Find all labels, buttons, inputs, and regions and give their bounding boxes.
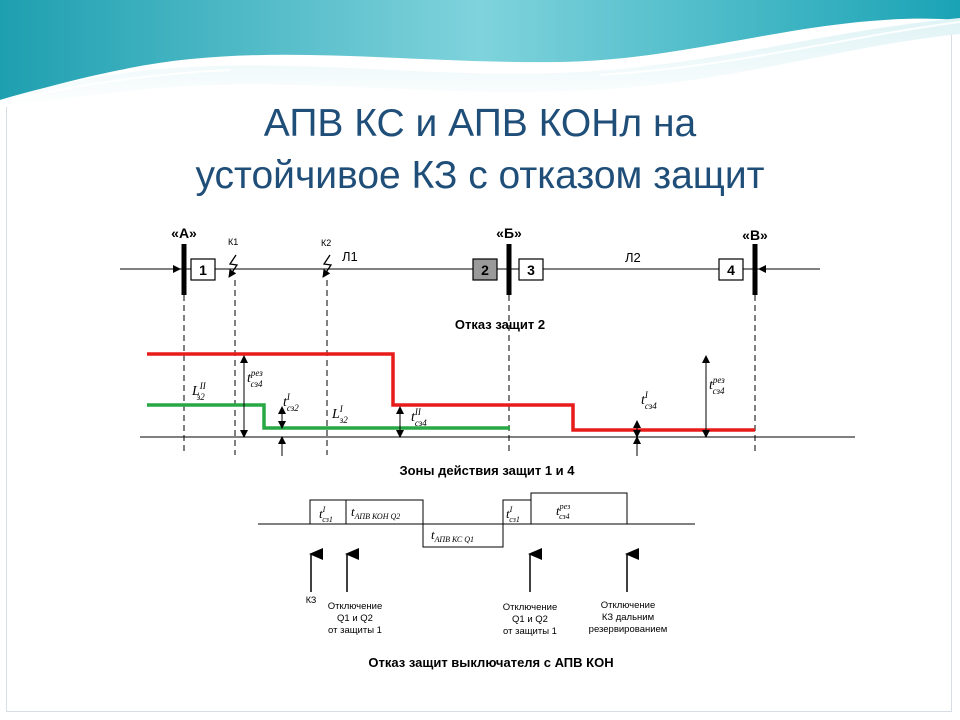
timeline-box-tAPV-KS xyxy=(422,523,504,548)
substation-label-v: «В» xyxy=(742,227,768,243)
timeline-label-tAPV-KS: tАПВ КС Q1 xyxy=(431,527,474,544)
breaker-3-label: 3 xyxy=(527,262,535,278)
breaker-1-label: 1 xyxy=(199,262,207,278)
event-off1-line-2: Q1 и Q2 xyxy=(337,613,373,624)
timeline-box-t1I-a xyxy=(309,499,347,525)
heading-zones: Зоны действия защит 1 и 4 xyxy=(399,463,575,478)
timeline-box-tAPV-KON xyxy=(345,499,424,525)
event-off2-line-3: от защиты 1 xyxy=(503,626,557,637)
event-label-off2: Отключение Q1 и Q2 от защиты 1 xyxy=(503,602,558,637)
breaker-2-box xyxy=(472,258,498,281)
fault-k1-lightning-icon xyxy=(228,254,239,278)
substation-label-a: «А» xyxy=(171,225,197,241)
timeline-box-t4rez xyxy=(530,492,628,525)
event-off3-line-1: Отключение xyxy=(601,600,656,611)
event-label-off3: Отключение КЗ дальним резервированием xyxy=(589,600,668,635)
event-off1-line-1: Отключение xyxy=(328,601,383,612)
fault-k2-lightning-icon xyxy=(322,254,333,278)
breaker-2-label: 2 xyxy=(481,262,489,278)
breaker-3-box xyxy=(518,258,544,281)
fault-k2-label: К2 xyxy=(321,238,331,248)
line-l2-label: Л2 xyxy=(625,250,641,265)
title-line-2: устойчивое КЗ с отказом защит xyxy=(195,154,765,197)
slide-title: АПВ КС и АПВ КОНл на устойчивое КЗ с отк… xyxy=(0,98,960,202)
event-label-kz: КЗ xyxy=(306,595,317,605)
substation-label-b: «Б» xyxy=(496,225,522,241)
event-off2-line-1: Отключение xyxy=(503,602,558,613)
event-off3-line-2: КЗ дальним xyxy=(602,612,654,623)
zone-4-characteristic-red xyxy=(147,352,755,432)
timeline-box-t1I-b xyxy=(502,499,532,525)
event-label-off1: Отключение Q1 и Q2 от защиты 1 xyxy=(328,601,383,636)
line-l1-label: Л1 xyxy=(342,249,358,264)
fault-k1-label: К1 xyxy=(228,237,238,247)
event-off2-line-2: Q1 и Q2 xyxy=(512,614,548,625)
breaker-4-label: 4 xyxy=(727,262,735,278)
title-line-1: АПВ КС и АПВ КОНл на xyxy=(263,102,697,145)
caption: Отказ защит выключателя с АПВ КОН xyxy=(368,655,613,670)
breaker-1-box xyxy=(190,258,216,281)
heading-fault-2: Отказ защит 2 xyxy=(455,317,545,332)
header-wave-decoration xyxy=(0,0,960,108)
timeline-label-tAPV-KON: tАПВ КОН Q2 xyxy=(351,504,400,521)
event-off3-line-3: резервированием xyxy=(589,624,668,635)
breaker-4-box xyxy=(718,258,744,281)
event-off1-line-3: от защиты 1 xyxy=(328,625,382,636)
zone-2-characteristic-green xyxy=(147,403,510,430)
